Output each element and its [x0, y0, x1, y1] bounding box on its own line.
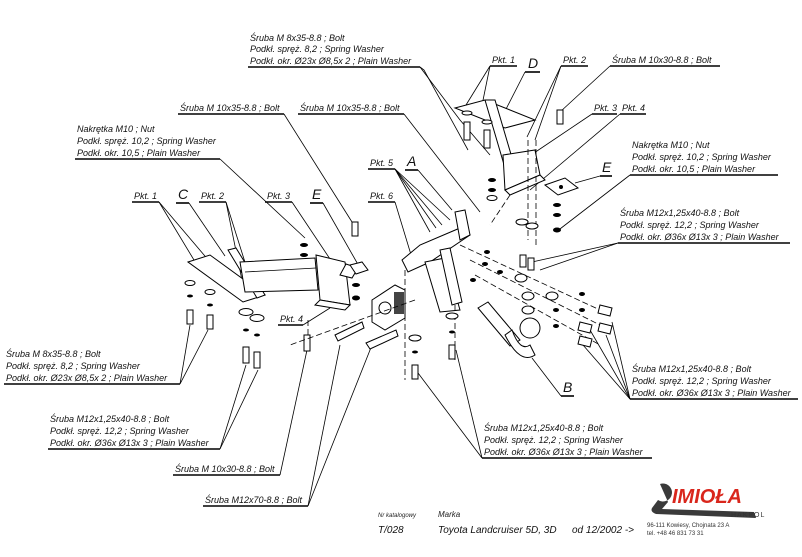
label-line: Podkł. spręż. 12,2 ; Spring Washer — [620, 220, 760, 230]
label-line: Śruba M12x1,25x40-8.8 ; Bolt — [50, 413, 170, 424]
pkt2-top-label: Pkt. 2 — [563, 55, 586, 65]
label-center-m12-set: Śruba M12x1,25x40-8.8 ; Bolt Podkł. sprę… — [411, 349, 652, 459]
hook-logo-icon — [651, 483, 756, 518]
catalog-number-caption: Nr katalogowy — [378, 513, 417, 519]
label-line: Podkł. okr. Ø36x Ø13x 3 ; Plain Washer — [484, 447, 644, 457]
fastener-stack-top — [461, 109, 564, 233]
pkt1-top-label: Pkt. 1 — [492, 55, 515, 65]
label-line: Podkł. spręż. 10,2 ; Spring Washer — [632, 152, 772, 162]
label-right-bottom-m12-set: Śruba M12x1,25x40-8.8 ; Bolt Podkł. sprę… — [582, 321, 798, 400]
plate-E-left — [349, 261, 369, 275]
pkt6-label: Pkt. 6 — [370, 191, 393, 201]
label-line: Podkł. spręż. 12,2 ; Spring Washer — [50, 426, 190, 436]
label-line: Podkł. okr. Ø36x Ø13x 3 ; Plain Washer — [632, 388, 792, 398]
catalog-number: T/028 — [378, 525, 404, 536]
brand-name: IMIOŁA — [672, 486, 742, 508]
make-caption: Marka — [438, 510, 461, 519]
part-label-C: C — [178, 186, 189, 202]
label-line: Nakrętka M10 ; Nut — [77, 124, 155, 134]
company-address: 96-111 Kowiesy, Chojnata 23 A — [647, 523, 729, 529]
label-line: Podkł. okr. 10,5 ; Plain Washer — [632, 164, 756, 174]
label-line: Śruba M12x1,25x40-8.8 ; Bolt — [632, 363, 752, 374]
label-line: Podkł. okr. Ø23x Ø8,5x 2 ; Plain Washer — [6, 373, 168, 383]
pkt5-label: Pkt. 5 — [370, 158, 394, 168]
label-left-nut-set: Nakrętka M10 ; Nut Podkł. spręż. 10,2 ; … — [75, 124, 306, 239]
bolt-m10x30-bottom-label: Śruba M 10x30-8.8 ; Bolt — [175, 463, 275, 474]
label-line: Podkł. okr. 10,5 ; Plain Washer — [77, 148, 201, 158]
bolt-m12x70-label: Śruba M12x70-8.8 ; Bolt — [205, 494, 303, 505]
pkt2-left-label: Pkt. 2 — [201, 191, 224, 201]
label-right-top-m12-set: Śruba M12x1,25x40-8.8 ; Bolt Podkł. sprę… — [531, 207, 790, 271]
label-line: Podkł. spręż. 8,2 ; Spring Washer — [250, 44, 385, 54]
bolts-m12x70 — [334, 321, 399, 350]
label-line: Nakrętka M10 ; Nut — [632, 140, 710, 150]
label-line: Podkł. spręż. 12,2 ; Spring Washer — [632, 376, 772, 386]
bracket-C — [186, 247, 359, 311]
label-line: Podkł. okr. Ø36x Ø13x 3 ; Plain Washer — [620, 232, 780, 242]
label-left-m8-set: Śruba M 8x35-8.8 ; Bolt Podkł. spręż. 8,… — [4, 324, 209, 385]
pkt3-left-label: Pkt. 3 — [267, 191, 290, 201]
part-label-A: A — [406, 153, 416, 169]
label-line: Śruba M12x1,25x40-8.8 ; Bolt — [484, 422, 604, 433]
imiola-hakpol-logo: IMIOŁA HAKPOL — [651, 483, 765, 519]
tow-ball-arm-B — [477, 301, 541, 358]
bolt-m10x35-label-a: Śruba M 10x35-8.8 ; Bolt — [180, 102, 280, 113]
part-label-B: B — [563, 379, 572, 395]
label-right-nut-set: Nakrętka M10 ; Nut Podkł. spręż. 10,2 ; … — [555, 140, 778, 233]
pkt1-left-label: Pkt. 1 — [134, 191, 157, 201]
pkt4-top-label: Pkt. 4 — [622, 103, 645, 113]
top-right-bolt-label: Śruba M 10x30-8.8 ; Bolt — [612, 54, 712, 65]
label-line: Śruba M 8x35-8.8 ; Bolt — [250, 32, 345, 43]
pkt3-top-label: Pkt. 3 — [594, 103, 617, 113]
electrical-socket-plate — [371, 284, 406, 331]
production-date-range: od 12/2002 -> — [572, 525, 634, 536]
label-line: Podkł. spręż. 12,2 ; Spring Washer — [484, 435, 624, 445]
main-frame-A — [289, 209, 611, 380]
label-line: Śruba M 8x35-8.8 ; Bolt — [6, 348, 101, 359]
label-top-m8-bolt-set: Śruba M 8x35-8.8 ; Bolt Podkł. spręż. 8,… — [248, 32, 491, 156]
part-label-E-top: E — [602, 159, 612, 175]
label-line: Podkł. spręż. 10,2 ; Spring Washer — [77, 136, 217, 146]
brand-subname: HAKPOL — [731, 512, 765, 519]
label-line: Podkł. okr. Ø23x Ø8,5x 2 ; Plain Washer — [250, 56, 412, 66]
company-phone: tel. +48 46 831 73 31 — [647, 531, 704, 537]
vehicle-make: Toyota Landcruiser 5D, 3D — [438, 525, 557, 536]
fastener-stack-left — [184, 221, 360, 369]
label-line: Podkł. okr. Ø36x Ø13x 3 ; Plain Washer — [50, 438, 210, 448]
part-label-D: D — [528, 55, 538, 71]
fastener-stack-right — [470, 218, 613, 348]
label-line: Śruba M12x1,25x40-8.8 ; Bolt — [620, 207, 740, 218]
part-label-E-left: E — [312, 186, 322, 202]
label-left-m12-set: Śruba M12x1,25x40-8.8 ; Bolt Podkł. sprę… — [48, 364, 259, 450]
bolt-m10x35-label-b: Śruba M 10x35-8.8 ; Bolt — [300, 102, 400, 113]
label-line: Podkł. spręż. 8,2 ; Spring Washer — [6, 361, 141, 371]
pkt4-left-label: Pkt. 4 — [280, 314, 303, 324]
fastener-stack-center-bottom — [408, 312, 459, 380]
bracket-D — [453, 99, 546, 245]
